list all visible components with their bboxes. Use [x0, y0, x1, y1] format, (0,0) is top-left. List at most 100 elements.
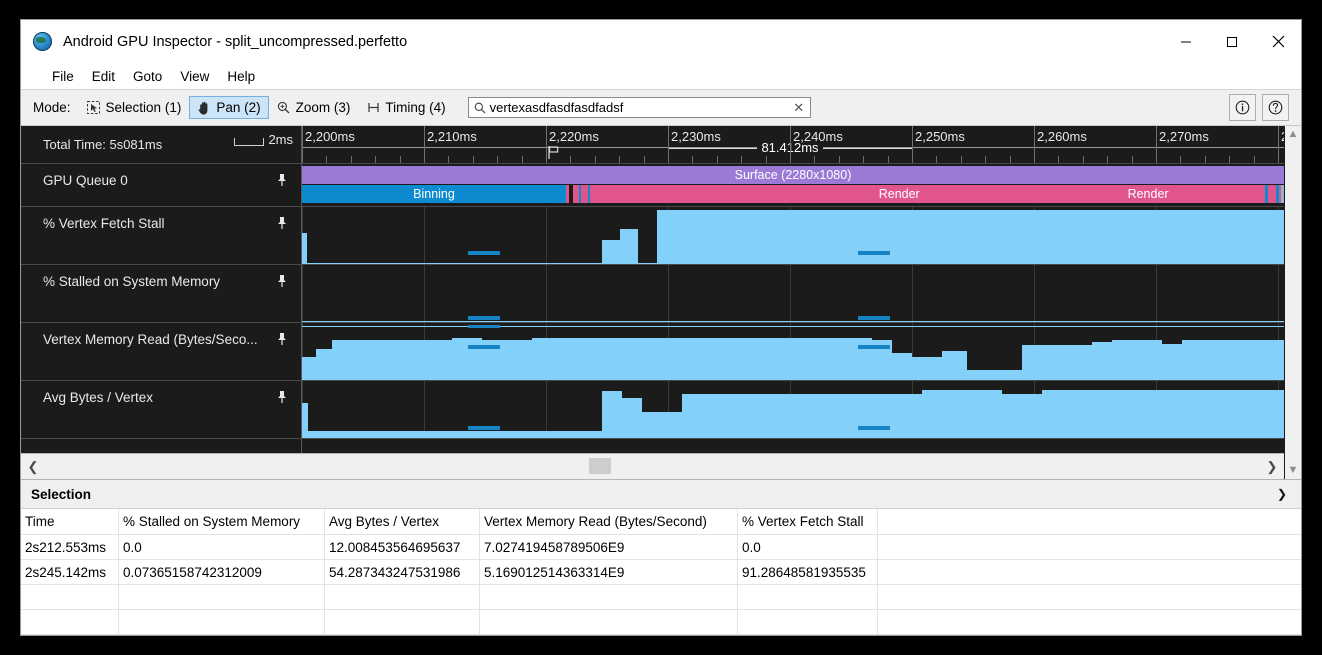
counter-sample[interactable]	[642, 412, 682, 438]
slice-render[interactable]: Render Render	[573, 185, 1284, 203]
clear-search-icon[interactable]: ✕	[793, 99, 805, 115]
slice-segment[interactable]	[1281, 185, 1284, 203]
selected-sample-marker[interactable]	[858, 426, 890, 430]
table-row[interactable]	[21, 585, 1301, 610]
counter-sample[interactable]	[782, 338, 872, 380]
mode-button-zoom[interactable]: Zoom (3)	[269, 96, 359, 119]
counter-sample[interactable]	[584, 431, 602, 438]
marker-flag-icon[interactable]	[548, 146, 560, 160]
counter-sample[interactable]	[1092, 342, 1112, 380]
scroll-right-icon[interactable]: ❯	[1266, 458, 1278, 474]
track-list[interactable]: GPU Queue 0 Surface (2280x1080) Binning	[21, 164, 1284, 453]
search-input[interactable]: vertexasdfasdfasdfadsf ✕	[467, 97, 811, 118]
track-avg-bytes-per-vertex[interactable]: Avg Bytes / Vertex	[21, 381, 1284, 439]
track-vertex-memory-read[interactable]: Vertex Memory Read (Bytes/Seco...	[21, 323, 1284, 381]
slice-segment[interactable]	[588, 185, 590, 203]
slice-segment[interactable]	[579, 185, 581, 203]
help-button[interactable]	[1262, 94, 1289, 121]
track-label-vertex-memory-read[interactable]: Vertex Memory Read (Bytes/Seco...	[21, 323, 302, 380]
slice-segment[interactable]	[1265, 185, 1268, 203]
counter-sample[interactable]	[308, 431, 584, 438]
slice-segment[interactable]	[583, 185, 585, 203]
counter-sample[interactable]	[1022, 345, 1092, 380]
track-label-stalled-on-system-memory[interactable]: % Stalled on System Memory	[21, 265, 302, 322]
selected-sample-marker[interactable]	[858, 251, 890, 255]
counter-sample[interactable]	[872, 340, 892, 380]
track-body-gpu-queue-0[interactable]: Surface (2280x1080) Binning Render Rende…	[302, 164, 1284, 206]
menu-item-help[interactable]: Help	[227, 68, 256, 84]
selected-sample-marker[interactable]	[858, 316, 890, 320]
menu-item-view[interactable]: View	[180, 68, 210, 84]
selected-sample-marker[interactable]	[858, 345, 890, 349]
column-header[interactable]: Time	[21, 509, 119, 534]
minimize-button[interactable]	[1163, 20, 1209, 63]
close-button[interactable]	[1255, 20, 1301, 63]
track-label-vertex-fetch-stall[interactable]: % Vertex Fetch Stall	[21, 207, 302, 264]
track-body-stalled-on-system-memory[interactable]	[302, 265, 1284, 322]
counter-sample[interactable]	[657, 210, 1284, 264]
mode-button-timing[interactable]: Timing (4)	[358, 96, 453, 119]
slice-segment[interactable]	[1271, 185, 1274, 203]
track-gpu-queue-0[interactable]: GPU Queue 0 Surface (2280x1080) Binning	[21, 164, 1284, 207]
menu-item-edit[interactable]: Edit	[91, 68, 116, 84]
column-header[interactable]: % Stalled on System Memory	[119, 509, 325, 534]
pin-icon[interactable]	[277, 173, 287, 187]
counter-sample[interactable]	[532, 338, 782, 380]
track-vertex-fetch-stall[interactable]: % Vertex Fetch Stall	[21, 207, 1284, 265]
counter-sample[interactable]	[620, 229, 638, 264]
column-header[interactable]: % Vertex Fetch Stall	[738, 509, 878, 534]
track-label-gpu-queue-0[interactable]: GPU Queue 0	[21, 164, 302, 206]
counter-sample[interactable]	[967, 370, 1022, 380]
pin-icon[interactable]	[277, 274, 287, 288]
track-body-avg-bytes-per-vertex[interactable]	[302, 381, 1284, 438]
counter-sample[interactable]	[602, 391, 622, 438]
selected-sample-marker[interactable]	[468, 316, 500, 320]
mode-button-pan[interactable]: Pan (2)	[189, 96, 269, 119]
counter-sample[interactable]	[1182, 340, 1284, 380]
counter-sample[interactable]	[1002, 394, 1042, 438]
column-header[interactable]: Avg Bytes / Vertex	[325, 509, 480, 534]
counter-sample[interactable]	[302, 233, 307, 264]
pin-icon[interactable]	[277, 332, 287, 346]
selected-sample-marker[interactable]	[468, 251, 500, 255]
scroll-up-icon[interactable]: ▲	[1287, 128, 1299, 140]
scrollbar-thumb-horizontal[interactable]	[589, 458, 611, 474]
counter-sample[interactable]	[332, 340, 452, 380]
time-ruler[interactable]: Total Time: 5s081ms 2ms 81.412ms 2	[21, 126, 1284, 164]
vertical-scrollbar[interactable]: ▲ ▼	[1284, 126, 1301, 479]
counter-sample[interactable]	[682, 394, 922, 438]
chevron-down-icon[interactable]: ❯	[1276, 487, 1287, 501]
slice-surface[interactable]: Surface (2280x1080)	[302, 166, 1284, 184]
slice-segment[interactable]	[592, 185, 594, 203]
scroll-left-icon[interactable]: ❮	[27, 458, 39, 474]
slice-binning[interactable]: Binning	[302, 185, 566, 203]
slice-segment[interactable]	[1276, 185, 1279, 203]
counter-sample[interactable]	[1162, 344, 1182, 380]
counter-sample[interactable]	[316, 349, 332, 380]
pin-icon[interactable]	[277, 216, 287, 230]
selected-sample-marker[interactable]	[468, 426, 500, 430]
track-stalled-on-system-memory[interactable]: % Stalled on System Memory	[21, 265, 1284, 323]
track-body-vertex-fetch-stall[interactable]	[302, 207, 1284, 264]
counter-sample[interactable]	[622, 398, 642, 438]
pin-icon[interactable]	[277, 390, 287, 404]
selected-sample-marker[interactable]	[468, 345, 500, 349]
menu-item-file[interactable]: File	[52, 68, 74, 84]
counter-sample[interactable]	[922, 390, 1002, 438]
mode-button-selection[interactable]: Selection (1)	[79, 96, 190, 119]
column-header[interactable]: Vertex Memory Read (Bytes/Second)	[480, 509, 738, 534]
counter-sample[interactable]	[1112, 340, 1162, 380]
slice-segment[interactable]	[570, 185, 572, 203]
counter-sample[interactable]	[302, 357, 316, 380]
counter-sample[interactable]	[602, 240, 620, 264]
horizontal-scrollbar[interactable]: ❮ ❯	[21, 453, 1284, 479]
counter-sample[interactable]	[892, 353, 912, 380]
counter-sample[interactable]	[942, 351, 967, 380]
menu-item-goto[interactable]: Goto	[133, 68, 163, 84]
slice-segment[interactable]	[566, 185, 569, 203]
counter-sample[interactable]	[1042, 390, 1284, 438]
counter-sample[interactable]	[302, 403, 308, 438]
